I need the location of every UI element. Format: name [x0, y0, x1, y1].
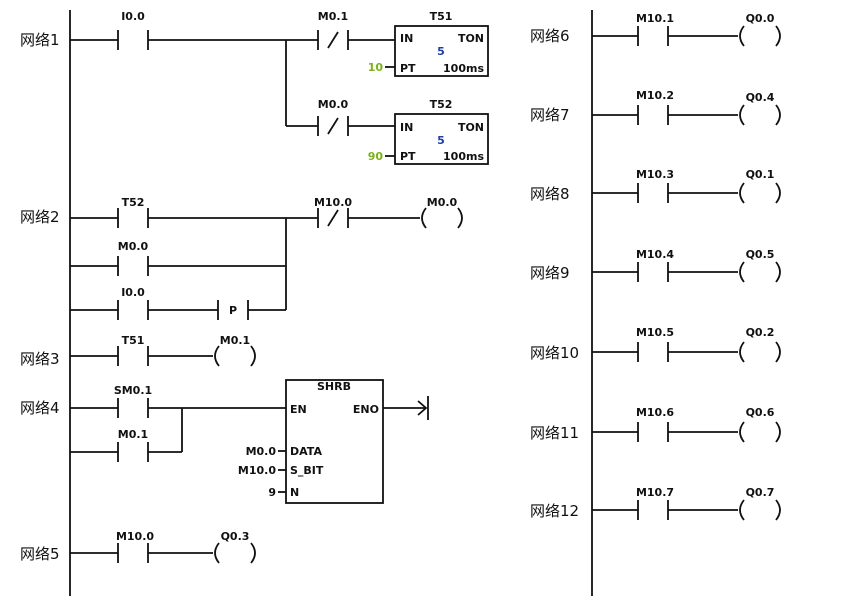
- contact-label: M10.2: [636, 89, 674, 102]
- contact-label: I0.0: [121, 286, 145, 299]
- contact-label: M10.5: [636, 326, 674, 339]
- coil-label: Q0.4: [746, 91, 775, 104]
- network-10-label: 网络10: [530, 344, 579, 362]
- shrb-block: SHRB EN ENO DATA S_BIT N M0.0 M10.0 9: [238, 379, 429, 504]
- timer-base: 100ms: [443, 62, 484, 75]
- positive-edge-contact: P: [217, 300, 249, 320]
- coil-q0-3: Q0.3: [214, 530, 256, 564]
- coil-label: Q0.0: [746, 12, 775, 25]
- network-12-label: 网络12: [530, 502, 579, 520]
- timer-t51: T51 IN TON 5 PT 100ms 10: [368, 10, 489, 77]
- coil-label: Q0.5: [746, 248, 775, 261]
- contact-label: M10.0: [314, 196, 352, 209]
- shrb-sbit-value: M10.0: [238, 464, 276, 477]
- coil-label: Q0.2: [746, 326, 775, 339]
- timer-in-pin: IN: [400, 32, 413, 45]
- contact-label: SM0.1: [114, 384, 152, 397]
- timer-t52: T52 IN TON 5 PT 100ms 90: [368, 98, 489, 165]
- coil-m0-0: M0.0: [421, 196, 463, 229]
- contact-label: M10.0: [116, 530, 154, 543]
- shrb-title: SHRB: [317, 380, 351, 393]
- timer-in-pin: IN: [400, 121, 413, 134]
- contact-label: M0.1: [118, 428, 148, 441]
- shrb-eno-pin: ENO: [353, 403, 379, 416]
- network-10: 网络10 M10.5 Q0.2: [530, 326, 781, 363]
- network-4: 网络4 SM0.1 M0.1 SHRB EN ENO DATA S_BIT N: [20, 379, 429, 504]
- contact-label: M0.1: [318, 10, 348, 23]
- network-9: 网络9 M10.4 Q0.5: [530, 248, 781, 283]
- contact-i0-0-b: I0.0: [117, 286, 149, 320]
- network-7: 网络7 M10.2 Q0.4: [530, 89, 781, 126]
- coil-label: Q0.1: [746, 168, 775, 181]
- coil-label: Q0.6: [746, 406, 775, 419]
- shrb-en-pin: EN: [290, 403, 307, 416]
- network-4-label: 网络4: [20, 399, 60, 417]
- timer-base: 100ms: [443, 150, 484, 163]
- network-3: 网络3 T51 M0.1: [20, 334, 256, 368]
- timer-pt-value: 90: [368, 150, 384, 163]
- contact-m0-0: M0.0: [117, 240, 149, 276]
- contact-label: M10.4: [636, 248, 674, 261]
- network-2: 网络2 T52 M10.0 M0.0 M0.0: [20, 196, 463, 320]
- coil-label: Q0.3: [221, 530, 250, 543]
- contact-t51: T51: [117, 334, 149, 366]
- network-5-label: 网络5: [20, 545, 60, 563]
- contact-label: T52: [122, 196, 145, 209]
- network-5: 网络5 M10.0 Q0.3: [20, 530, 256, 564]
- network-2-label: 网络2: [20, 208, 60, 226]
- network-11: 网络11 M10.6 Q0.6: [530, 406, 781, 443]
- timer-pt-pin: PT: [400, 62, 416, 75]
- timer-type: TON: [458, 32, 484, 45]
- network-9-label: 网络9: [530, 264, 570, 282]
- shrb-data-pin: DATA: [290, 445, 322, 458]
- network-6-label: 网络6: [530, 27, 570, 45]
- network-6: 网络6 M10.1 Q0.0: [530, 12, 781, 47]
- timer-current-value: 5: [437, 134, 445, 147]
- contact-i0-0: I0.0: [117, 10, 149, 50]
- network-8-label: 网络8: [530, 185, 570, 203]
- contact-label: M10.1: [636, 12, 674, 25]
- timer-pt-value: 10: [368, 61, 384, 74]
- coil-label: M0.1: [220, 334, 250, 347]
- contact-t52: T52: [117, 196, 149, 228]
- shrb-n-value: 9: [268, 486, 276, 499]
- shrb-sbit-pin: S_BIT: [290, 464, 324, 477]
- contact-sm0-1: SM0.1: [114, 384, 152, 418]
- contact-label: M10.3: [636, 168, 674, 181]
- network-1-label: 网络1: [20, 31, 60, 49]
- timer-current-value: 5: [437, 45, 445, 58]
- edge-mark: P: [229, 304, 237, 317]
- timer-type: TON: [458, 121, 484, 134]
- coil-label: M0.0: [427, 196, 458, 209]
- network-12: 网络12 M10.7 Q0.7: [530, 486, 781, 521]
- coil-label: Q0.7: [746, 486, 775, 499]
- network-3-label: 网络3: [20, 350, 60, 368]
- shrb-n-pin: N: [290, 486, 299, 499]
- network-7-label: 网络7: [530, 106, 570, 124]
- contact-m0-1-nc: M0.1: [317, 10, 349, 50]
- timer-pt-pin: PT: [400, 150, 416, 163]
- network-8: 网络8 M10.3 Q0.1: [530, 168, 781, 204]
- contact-m0-1: M0.1: [117, 428, 149, 462]
- contact-m10-0: M10.0: [116, 530, 154, 563]
- contact-label: M10.6: [636, 406, 674, 419]
- timer-name: T51: [430, 10, 453, 23]
- contact-label: M0.0: [118, 240, 149, 253]
- contact-m0-0-nc: M0.0: [317, 98, 349, 136]
- network-1: 网络1 I0.0 M0.1 T51 IN TON 5 PT 100ms 10: [20, 10, 489, 165]
- shrb-data-value: M0.0: [246, 445, 277, 458]
- timer-name: T52: [430, 98, 453, 111]
- contact-label: M10.7: [636, 486, 674, 499]
- contact-label: T51: [122, 334, 145, 347]
- contact-label: I0.0: [121, 10, 145, 23]
- network-11-label: 网络11: [530, 424, 579, 442]
- contact-label: M0.0: [318, 98, 349, 111]
- contact-m10-0-nc: M10.0: [314, 196, 352, 228]
- coil-m0-1: M0.1: [214, 334, 256, 367]
